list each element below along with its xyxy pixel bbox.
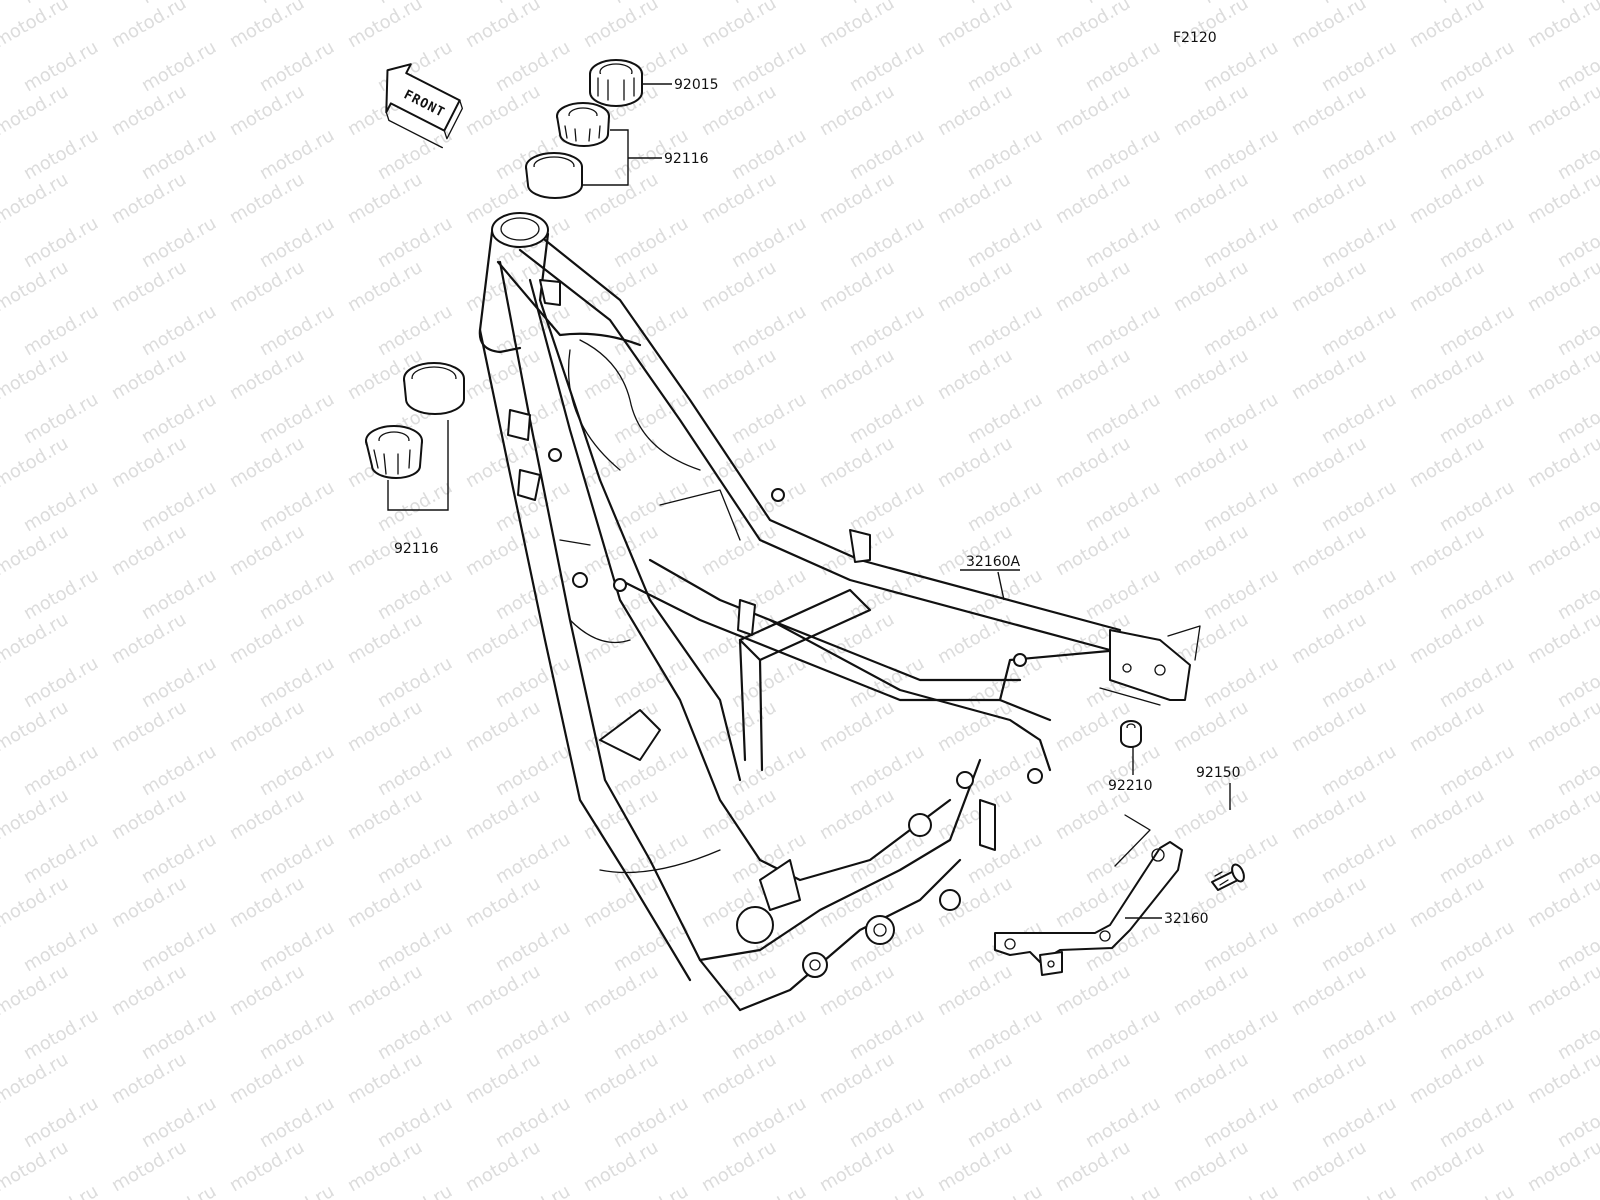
watermark-text: motod.ru bbox=[1554, 1181, 1600, 1200]
watermark-text: motod.ru bbox=[846, 1181, 928, 1200]
watermark-text: motod.ru bbox=[20, 1181, 102, 1200]
watermark-text: motod.ru bbox=[1082, 1181, 1164, 1200]
cut-mark-bracket bbox=[1114, 814, 1151, 867]
lower-race-icon bbox=[403, 362, 465, 415]
part-label-bearing-lower: 92116 bbox=[394, 541, 439, 557]
watermark-text: motod.ru bbox=[728, 1181, 810, 1200]
diagram-code: F2120 bbox=[1173, 30, 1217, 46]
main-frame-icon bbox=[478, 212, 1191, 1012]
lower-bearing-icon bbox=[365, 425, 423, 479]
watermark-text: motod.ru bbox=[0, 0, 72, 52]
watermark-text: motod.ru bbox=[964, 1181, 1046, 1200]
watermark-text: motod.ru bbox=[256, 1181, 338, 1200]
upper-race-icon bbox=[525, 152, 583, 199]
part-label-nut: 92015 bbox=[674, 77, 719, 93]
part-label-collar: 92210 bbox=[1108, 778, 1153, 794]
watermark-text: motod.ru bbox=[374, 1181, 456, 1200]
part-label-bearing-upper: 92116 bbox=[664, 151, 709, 167]
watermark-text: motod.ru bbox=[610, 1181, 692, 1200]
bracket-icon bbox=[994, 841, 1183, 976]
part-label-bolt: 92150 bbox=[1196, 765, 1241, 781]
part-label-frame: 32160A bbox=[966, 554, 1021, 570]
cut-mark-lower bbox=[1099, 687, 1161, 706]
watermark-text: motod.ru bbox=[1436, 1181, 1518, 1200]
bolt-icon bbox=[1211, 863, 1245, 891]
watermark-text: motod.ru bbox=[138, 1181, 220, 1200]
watermark-text: motod.ru bbox=[1200, 1181, 1282, 1200]
watermark-text: motod.ru bbox=[492, 1181, 574, 1200]
collar-icon bbox=[1120, 720, 1142, 748]
watermark-text: motod.ru bbox=[1524, 0, 1600, 52]
part-label-bracket: 32160 bbox=[1164, 911, 1209, 927]
cut-mark-upper bbox=[1167, 625, 1201, 661]
steering-stem-nut-icon bbox=[589, 59, 643, 107]
watermark-text: motod.ru bbox=[1318, 1181, 1400, 1200]
upper-bearing-icon bbox=[556, 102, 610, 147]
